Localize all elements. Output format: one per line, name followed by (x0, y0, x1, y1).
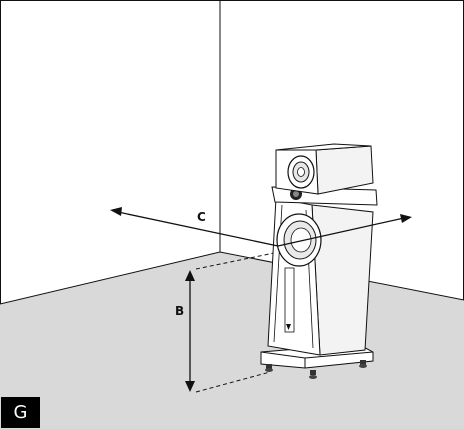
height-dimension-arrow (185, 270, 195, 392)
label-b: B (175, 304, 184, 318)
floor (0, 252, 464, 429)
label-c: C (197, 210, 206, 224)
width-dimension-arrow (110, 207, 412, 247)
left-wall-floor-edge (0, 251, 221, 305)
height-reference-top (195, 251, 280, 270)
height-reference-bottom (195, 371, 271, 393)
speaker-cabinet (267, 143, 378, 356)
panel-letter-badge: G (1, 397, 40, 428)
